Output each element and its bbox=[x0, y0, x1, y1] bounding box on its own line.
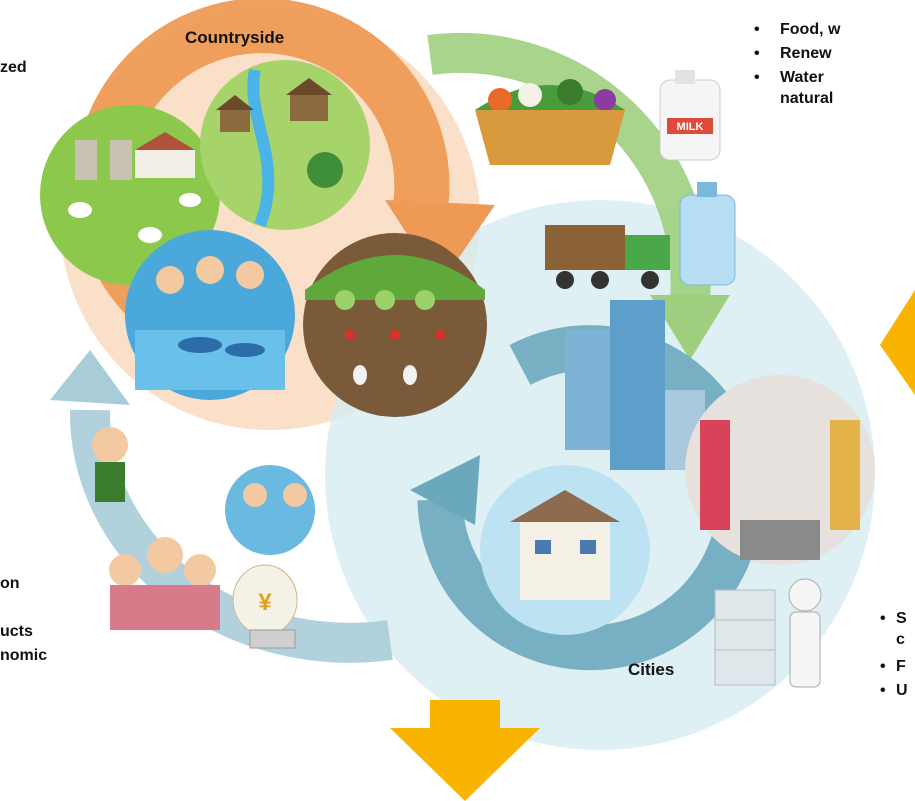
left-bottom-line-4: nomic bbox=[0, 647, 48, 664]
milk-label: MILK bbox=[677, 121, 704, 133]
right-bottom-item-3: U bbox=[880, 679, 908, 703]
right-top-item-1: Food, w bbox=[750, 18, 840, 42]
left-bottom-line-1: on bbox=[0, 575, 20, 592]
city-buildings-illustration bbox=[565, 300, 705, 470]
money-bag-icon: ¥ bbox=[232, 564, 298, 649]
vertical-farm-icon bbox=[714, 578, 822, 688]
right-bottom-item-1-continuation: c bbox=[896, 631, 905, 648]
house-illustration bbox=[480, 465, 650, 635]
countryside-label: Countryside bbox=[185, 28, 285, 47]
yen-symbol: ¥ bbox=[258, 589, 272, 616]
left-bottom-line-3: ucts bbox=[0, 623, 33, 640]
visitors-illustration bbox=[92, 427, 315, 630]
right-bottom-bullet-list-2: F U bbox=[880, 655, 908, 703]
vegetable-basket-icon bbox=[475, 79, 625, 165]
water-bottle-icon bbox=[679, 182, 736, 286]
vegetable-field-illustration bbox=[303, 233, 487, 417]
right-top-item-2: Renew bbox=[750, 42, 840, 66]
right-top-bullet-list: Food, w Renew Water bbox=[750, 18, 840, 90]
timber-truck-icon bbox=[545, 225, 670, 289]
right-top-item-3-continuation: natural bbox=[780, 90, 834, 107]
right-bottom-item-2: F bbox=[880, 655, 908, 679]
left-top-text-fragment: zed bbox=[0, 59, 27, 76]
cities-label: Cities bbox=[628, 660, 675, 679]
village-illustration bbox=[200, 60, 370, 230]
right-bottom-item-1: S bbox=[880, 607, 907, 631]
right-bottom-bullet-list: S bbox=[880, 607, 907, 631]
milk-jug-icon: MILK bbox=[659, 70, 721, 161]
right-top-item-3: Water bbox=[750, 66, 840, 90]
shopping-street-illustration bbox=[685, 375, 875, 565]
right-side-arrow bbox=[880, 290, 915, 395]
fishing-illustration bbox=[125, 230, 295, 400]
down-arrow bbox=[390, 700, 540, 801]
